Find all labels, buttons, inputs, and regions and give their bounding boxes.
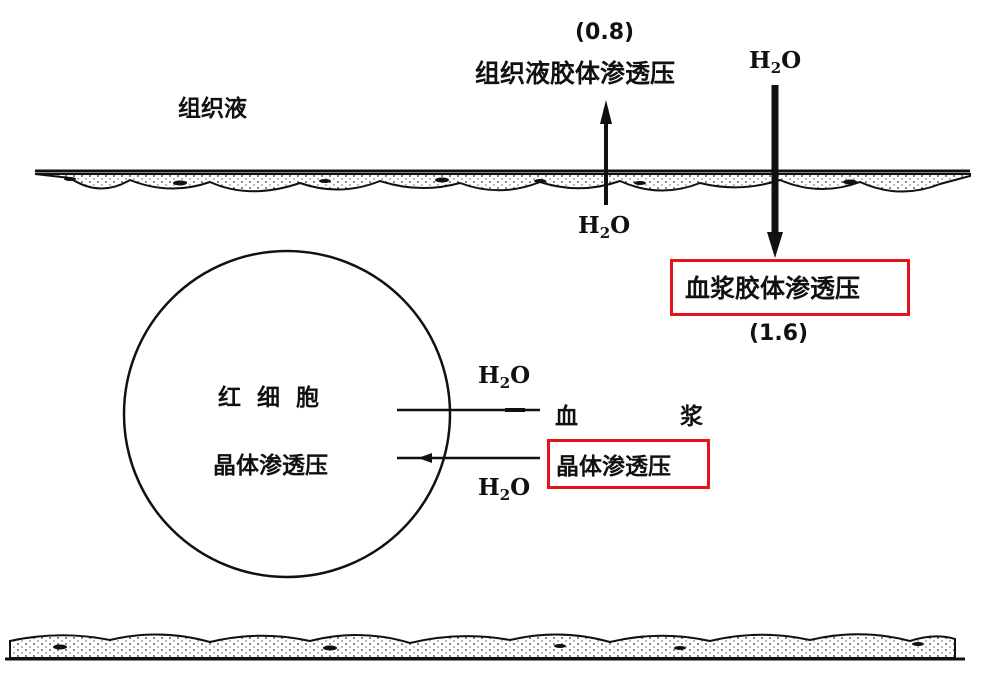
upper-capillary-wall bbox=[34, 169, 971, 193]
water-label-top-right: H2O bbox=[749, 47, 802, 77]
red-blood-cell-label: 红 细 胞 bbox=[218, 385, 320, 411]
red-blood-cell bbox=[122, 249, 452, 579]
water-label-rbc-bottom: H2O bbox=[478, 474, 531, 504]
water-label-rbc-top: H2O bbox=[478, 362, 531, 392]
down-arrow bbox=[767, 85, 783, 258]
up-arrow bbox=[600, 100, 612, 205]
tissue-colloid-pressure-label: 组织液胶体渗透压 bbox=[475, 59, 676, 88]
plasma-colloid-pressure-label: 血浆胶体渗透压 bbox=[685, 274, 861, 303]
interstitial-fluid-label: 组织液 bbox=[178, 96, 247, 122]
water-label-under-membrane: H2O bbox=[578, 212, 631, 242]
lower-capillary-wall bbox=[5, 633, 965, 661]
plasma-colloid-value: (1.6) bbox=[749, 321, 809, 346]
crystal-flow-lines bbox=[397, 408, 540, 463]
rbc-crystal-pressure-label: 晶体渗透压 bbox=[213, 453, 328, 479]
plasma-label-left: 血 bbox=[555, 404, 578, 430]
plasma-crystal-pressure-label: 晶体渗透压 bbox=[556, 454, 671, 480]
plasma-colloid-highlight-box bbox=[670, 259, 910, 316]
plasma-crystal-highlight-box bbox=[547, 439, 710, 489]
plasma-label-right: 浆 bbox=[680, 404, 703, 430]
tissue-colloid-value: (0.8) bbox=[575, 20, 635, 45]
